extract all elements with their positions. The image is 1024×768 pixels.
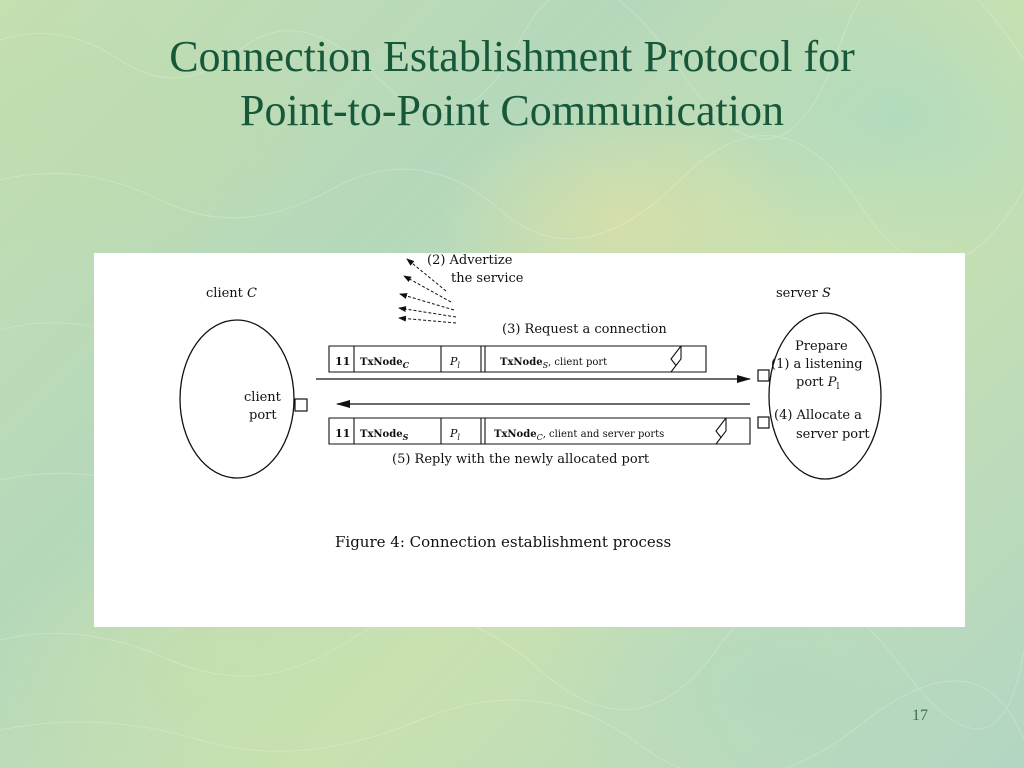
packet1-cell3: Pl <box>449 355 460 370</box>
packet2-cell4: TxNodeC, client and server ports <box>494 429 664 442</box>
step1-line3: port Pl <box>796 375 839 392</box>
client-port <box>294 398 308 412</box>
client-label: client C <box>206 286 257 301</box>
client-port-label-line1: client <box>244 390 282 405</box>
connection-diagram: client C client port server S Prepare (1… <box>94 253 965 627</box>
step2-line2: the service <box>451 271 524 286</box>
reply-packet: 11 TxNodeS Pl TxNodeC, client and server… <box>328 417 751 445</box>
step4-line2: server port <box>796 427 870 442</box>
title-line-1: Connection Establishment Protocol for <box>169 32 855 81</box>
step3-label: (3) Request a connection <box>502 322 667 337</box>
step1-line1: Prepare <box>795 339 848 354</box>
server-allocated-port <box>757 416 770 429</box>
server-label: server S <box>776 286 831 301</box>
advertise-arrow <box>406 258 447 292</box>
client-node <box>179 319 295 479</box>
advertise-arrow <box>398 315 457 324</box>
request-packet: 11 TxNodeC Pl TxNodeS, client port <box>328 345 707 373</box>
advertise-arrow <box>398 306 457 318</box>
server-node <box>768 312 882 480</box>
slide-title: Connection Establishment Protocol for Po… <box>0 30 1024 138</box>
advertise-arrows <box>398 258 457 324</box>
step5-label: (5) Reply with the newly allocated port <box>392 452 650 467</box>
packet2-cell3: Pl <box>449 427 460 442</box>
advertise-arrow <box>399 293 455 311</box>
client-port-label-line2: port <box>249 408 277 423</box>
packet2-cell1: 11 <box>335 427 350 440</box>
step2-line1: (2) Advertize <box>427 253 513 268</box>
packet1-cell4: TxNodeS, client port <box>500 357 607 370</box>
advertise-arrow <box>403 275 452 303</box>
server-listening-port <box>757 369 770 382</box>
packet1-cell1: 11 <box>335 355 350 368</box>
figure-caption: Figure 4: Connection establishment proce… <box>335 533 671 551</box>
packet2-cell2: TxNodeS <box>360 429 409 442</box>
title-line-2: Point-to-Point Communication <box>240 86 784 135</box>
diagram-svg: client C client port server S Prepare (1… <box>179 253 882 551</box>
packet1-cell2: TxNodeC <box>360 357 410 370</box>
step1-line2: (1) a listening <box>771 357 863 372</box>
step4-line1: (4) Allocate a <box>774 408 862 423</box>
page-number: 17 <box>912 707 928 724</box>
